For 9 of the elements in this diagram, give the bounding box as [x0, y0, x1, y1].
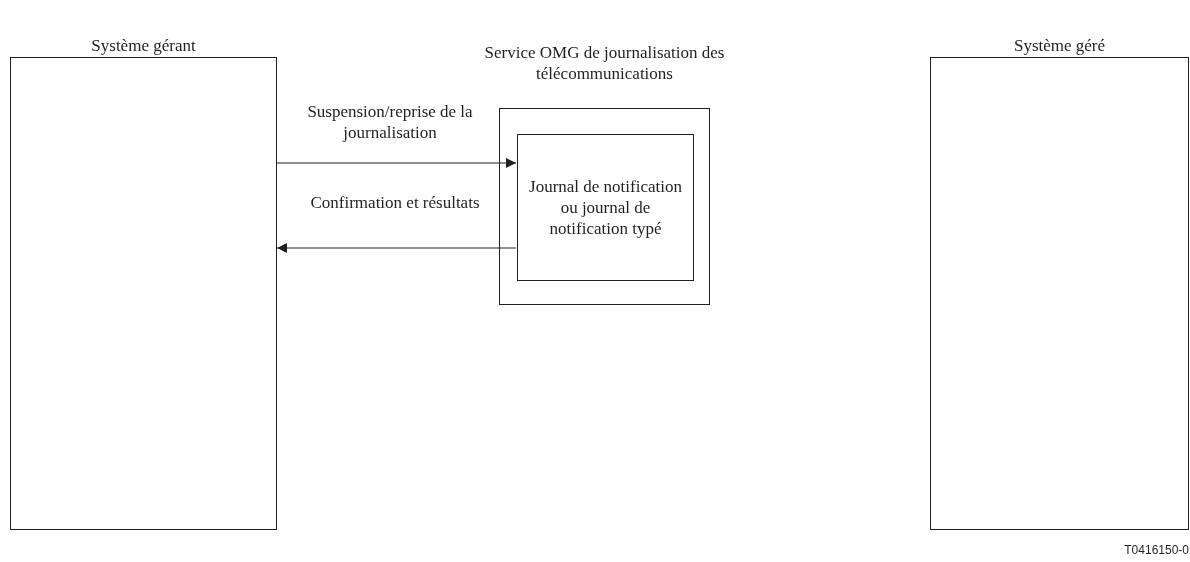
node-title: Système gérant	[90, 35, 197, 56]
edge-label: Suspension/reprise de la journalisation	[306, 101, 474, 143]
node-title: Système géré	[1012, 35, 1107, 56]
node-title: Service OMG de journalisation des télécommunications	[483, 42, 726, 84]
figure-code: T0416150-0	[1124, 543, 1189, 557]
journal-box: Journal de notification ou journal de notification typé	[517, 134, 694, 281]
arrow	[276, 243, 517, 253]
edge-label: Confirmation et résultats	[310, 192, 480, 213]
arrow	[276, 158, 517, 168]
